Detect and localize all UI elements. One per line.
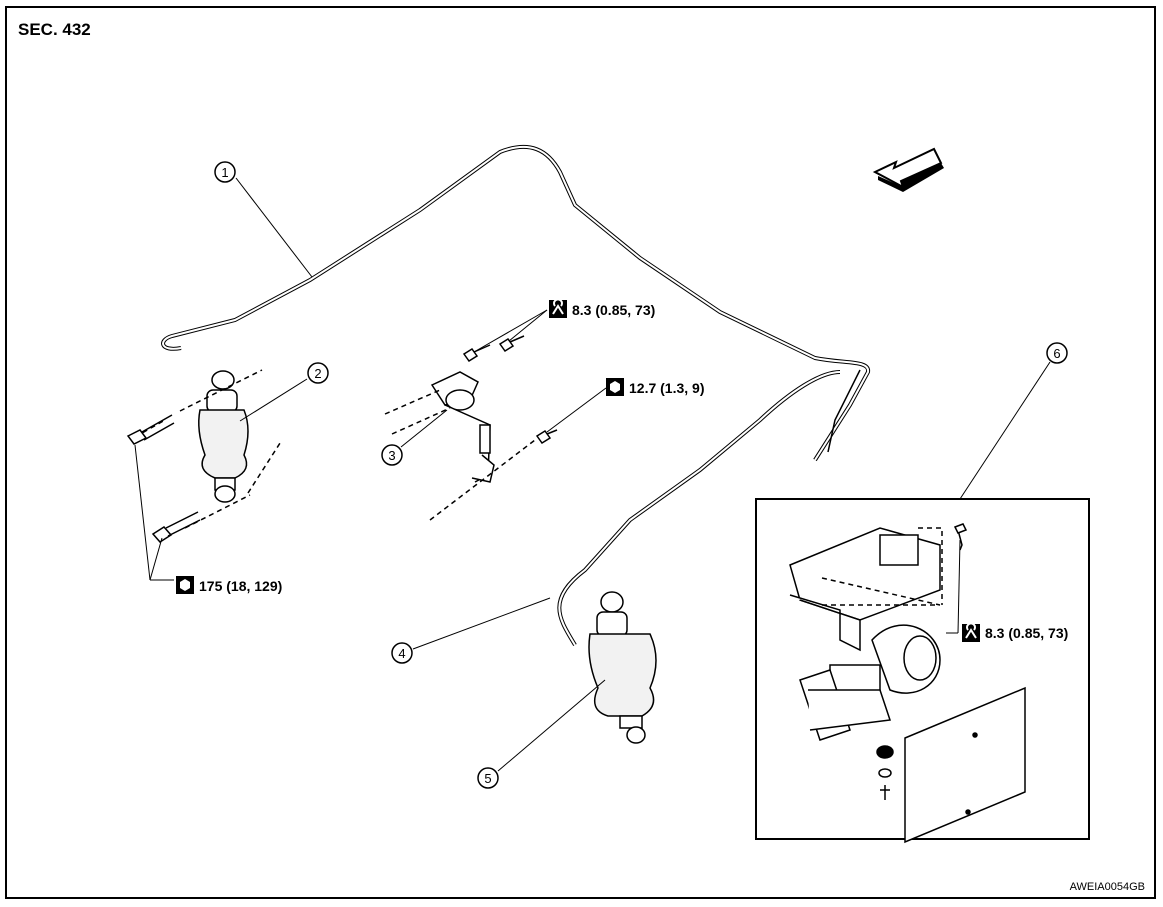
diagram-frame bbox=[5, 6, 1156, 899]
tightening-nut-icon bbox=[176, 576, 194, 594]
sensor-bolts bbox=[462, 335, 558, 445]
svg-text:175 (18, 129): 175 (18, 129) bbox=[199, 578, 282, 594]
callout-5: 5 bbox=[477, 767, 499, 789]
torque-shock-bolts: 175 (18, 129) bbox=[176, 576, 282, 594]
callout-2: 2 bbox=[307, 362, 329, 384]
air-tube-1 bbox=[161, 144, 870, 462]
svg-text:4: 4 bbox=[398, 646, 405, 661]
svg-text:3: 3 bbox=[388, 448, 395, 463]
torque-sensor-link: 12.7 (1.3, 9) bbox=[606, 378, 705, 396]
svg-text:5: 5 bbox=[484, 771, 491, 786]
svg-text:6: 6 bbox=[1053, 346, 1060, 361]
leader-lines bbox=[134, 177, 1051, 772]
shock-bolt-lower bbox=[151, 511, 201, 543]
callout-3: 3 bbox=[381, 444, 403, 466]
callout-1: 1 bbox=[214, 161, 236, 183]
svg-text:2: 2 bbox=[314, 366, 321, 381]
torque-upper-sensor: 8.3 (0.85, 73) bbox=[548, 298, 655, 319]
svg-text:8.3 (0.85, 73): 8.3 (0.85, 73) bbox=[985, 625, 1068, 641]
shock-absorber-right bbox=[588, 591, 657, 744]
svg-text:1: 1 bbox=[221, 165, 228, 180]
shock-bolt-upper bbox=[126, 414, 175, 445]
figure-code: AWEIA0054GB bbox=[1069, 881, 1145, 893]
front-arrow-icon bbox=[872, 147, 944, 192]
svg-text:12.7 (1.3, 9): 12.7 (1.3, 9) bbox=[629, 380, 705, 396]
svg-text:8.3 (0.85, 73): 8.3 (0.85, 73) bbox=[572, 302, 655, 318]
section-title: SEC. 432 bbox=[18, 20, 91, 39]
compressor-inset bbox=[755, 498, 1090, 844]
torque-compressor: 8.3 (0.85, 73) bbox=[961, 622, 1068, 643]
height-sensor bbox=[384, 371, 536, 521]
air-tube-4 bbox=[557, 370, 841, 647]
torque-wrench-icon bbox=[548, 298, 568, 319]
torque-wrench-icon bbox=[961, 622, 981, 643]
callout-4: 4 bbox=[391, 642, 413, 664]
callout-6: 6 bbox=[1046, 342, 1068, 364]
shock-absorber-left bbox=[134, 369, 283, 529]
tightening-nut-icon bbox=[606, 378, 624, 396]
